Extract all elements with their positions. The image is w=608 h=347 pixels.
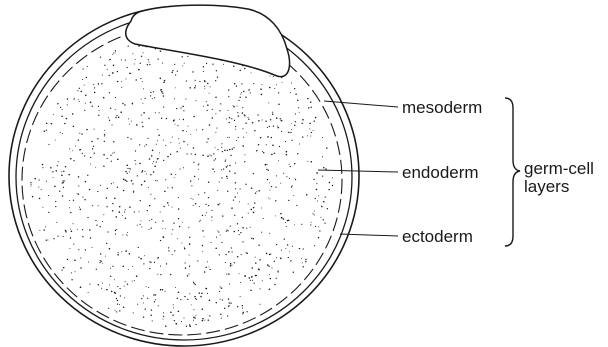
label-ectoderm: ectoderm — [402, 227, 473, 246]
label-endoderm: endoderm — [402, 163, 479, 182]
endoderm-leader — [318, 170, 398, 172]
label-mesoderm: mesoderm — [402, 98, 482, 117]
endoderm-stipple — [30, 34, 333, 327]
label-germ-cell-layers-line1: germ-cell — [524, 159, 594, 178]
cavity — [126, 5, 290, 76]
outer-membrane-outer-line — [9, 6, 359, 346]
grouping-brace — [505, 98, 520, 246]
mesoderm-boundary — [22, 25, 342, 335]
label-germ-cell-layers-line2: layers — [524, 177, 569, 196]
